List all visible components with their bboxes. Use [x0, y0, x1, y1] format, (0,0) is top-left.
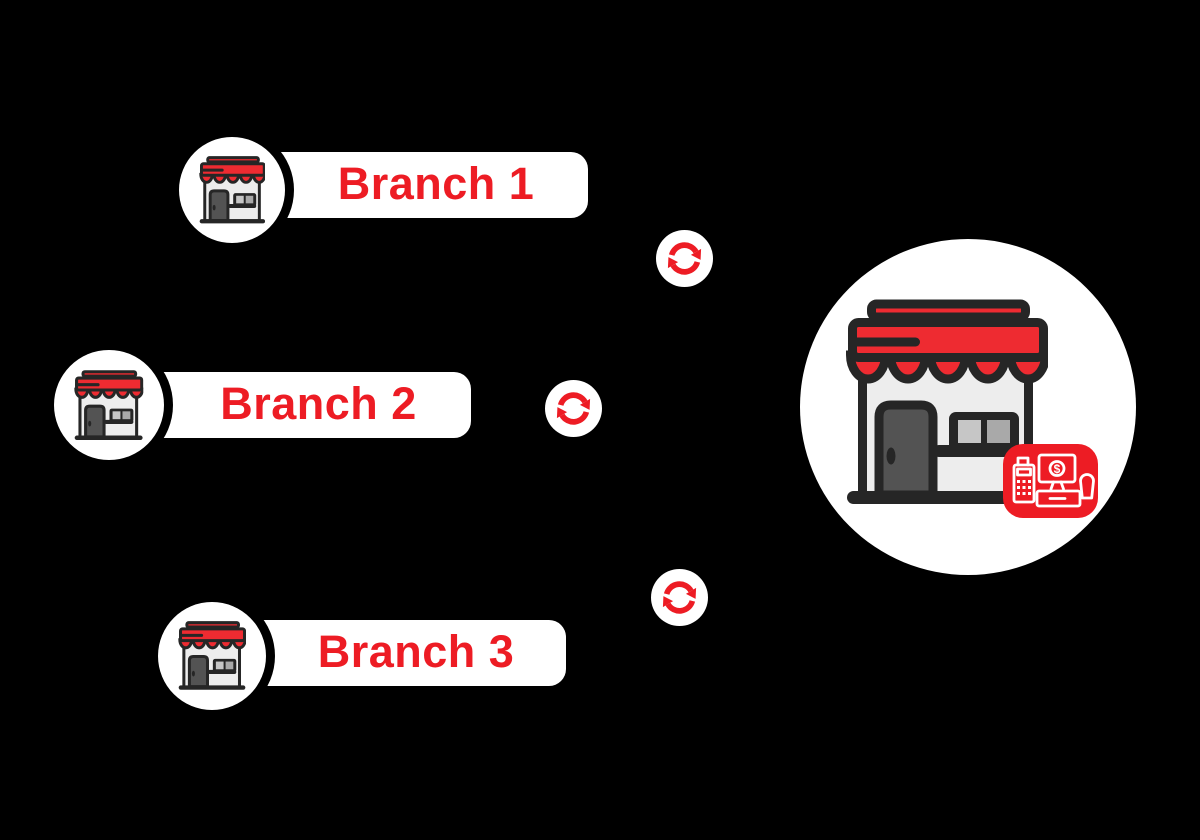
- branch-3-icon-circle: [158, 602, 266, 710]
- sync-icon: [651, 569, 708, 626]
- storefront-icon: [199, 155, 266, 225]
- sync-icon: [545, 380, 602, 437]
- sync-arrows-icon: [656, 230, 713, 287]
- branch-2-label-pill: Branch 2: [110, 372, 471, 438]
- branch-3-label-pill: Branch 3: [212, 620, 566, 686]
- branch-3-label: Branch 3: [317, 626, 515, 677]
- storefront-icon: [74, 369, 143, 441]
- sync-arrows-icon: [545, 380, 602, 437]
- branch-2-label: Branch 2: [220, 378, 417, 429]
- sync-arrows-icon: [651, 569, 708, 626]
- branch-1-label: Branch 1: [337, 158, 535, 209]
- branch-1-icon-circle: [179, 137, 285, 243]
- pos-terminal-badge: $: [1003, 444, 1098, 518]
- branch-2-icon-circle: [54, 350, 164, 460]
- storefront-icon: [178, 620, 246, 691]
- branch-1-label-pill: Branch 1: [232, 152, 588, 218]
- pos-terminal-icon: $: [1003, 444, 1098, 518]
- sync-icon: [656, 230, 713, 287]
- currency-symbol: $: [1054, 462, 1061, 476]
